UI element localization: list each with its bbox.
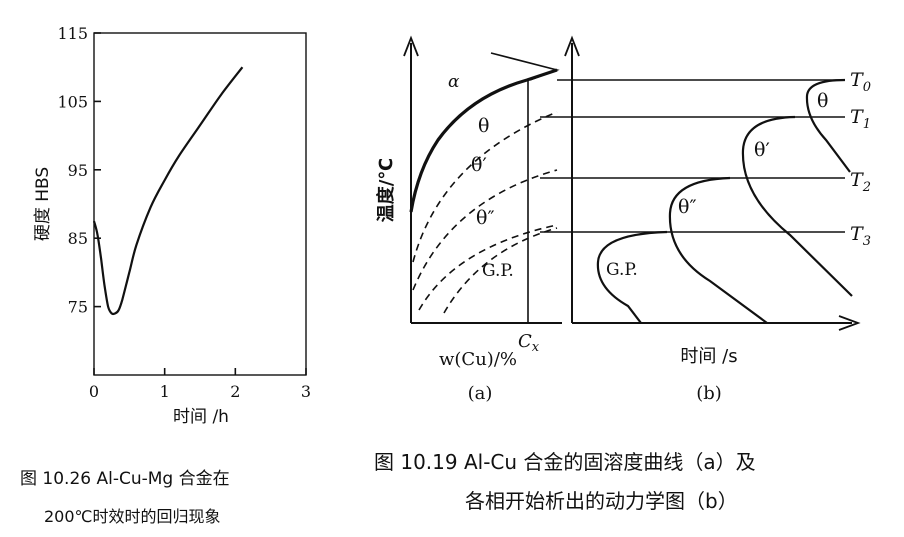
- gp-solvus-2: [443, 227, 558, 314]
- kinetics-diagram: θ θ′ θ″ G.P. T0 T1 T2 T3 时间 /s (b): [540, 35, 871, 404]
- right-caption-line1: 图 10.19 Al-Cu 合金的固溶度曲线（a）及: [374, 450, 756, 474]
- b-sublabel: (b): [696, 383, 722, 404]
- a-x-axis-label: w(Cu)/%: [439, 349, 517, 370]
- b-x-axis-label: 时间 /s: [680, 346, 737, 367]
- x-tick-label: 1: [160, 382, 170, 401]
- y-tick-label: 105: [57, 92, 88, 111]
- theta-c-curve: [805, 78, 851, 173]
- left-caption-line1: 图 10.26 Al-Cu-Mg 合金在: [20, 469, 230, 489]
- theta-prime-label: θ′: [471, 154, 487, 176]
- t3-label: T3: [850, 223, 871, 249]
- b-x-arrow: [838, 315, 861, 331]
- hardness-series-line: [92, 66, 244, 316]
- b-theta-doubleprime-label: θ″: [678, 196, 697, 218]
- gp-solvus: [418, 224, 558, 311]
- x-axis-label: 时间 /h: [173, 407, 229, 427]
- b-theta-label: θ: [817, 90, 828, 112]
- x-tick-label: 2: [230, 382, 240, 401]
- x-tick-label: 3: [301, 382, 311, 401]
- theta-prime-c-curve: [741, 115, 853, 297]
- gp-label: G.P.: [482, 261, 514, 281]
- theta-prime-solvus: [412, 111, 558, 263]
- a-y-arrow: [403, 35, 419, 57]
- solubility-diagram: α θ θ′ θ″ G.P. 温度/℃ w(Cu)/% Cx (a): [375, 35, 562, 404]
- liquidus-lines: [490, 52, 560, 81]
- y-tick-label: 115: [57, 24, 88, 43]
- theta-doubleprime-solvus: [412, 169, 558, 291]
- right-caption-line2: 各相开始析出的动力学图（b）: [465, 489, 738, 513]
- y-tick-label: 85: [68, 229, 88, 248]
- y-axis-label: 硬度 HBS: [33, 167, 53, 241]
- y-ticks: 75 85 95 105 115: [57, 24, 101, 317]
- y-tick-label: 75: [68, 298, 88, 317]
- alpha-solvus-curve: [409, 68, 558, 213]
- plot-frame: [93, 32, 307, 376]
- b-gp-label: G.P.: [606, 260, 638, 280]
- a-sublabel: (a): [468, 383, 493, 404]
- alpha-label: α: [448, 72, 460, 92]
- x-ticks: 0 1 2 3: [89, 368, 311, 401]
- b-theta-prime-label: θ′: [754, 139, 770, 161]
- theta-doubleprime-label: θ″: [476, 207, 495, 229]
- a-y-axis-label: 温度/℃: [375, 158, 397, 222]
- theta-label: θ: [478, 115, 489, 137]
- t1-label: T1: [850, 106, 871, 132]
- t0-label: T0: [850, 69, 871, 95]
- x-tick-label: 0: [89, 382, 99, 401]
- y-tick-label: 95: [68, 161, 88, 180]
- theta-doubleprime-c-curve: [668, 176, 768, 324]
- hardness-chart: 75 85 95 105 115 0 1 2 3 硬度 HBS 时间 /h: [33, 24, 311, 427]
- b-y-arrow: [564, 35, 580, 57]
- cx-label: Cx: [518, 331, 540, 355]
- t2-label: T2: [850, 169, 871, 195]
- gp-c-curve: [596, 230, 668, 324]
- left-caption-line2: 200℃时效时的回归现象: [44, 507, 221, 526]
